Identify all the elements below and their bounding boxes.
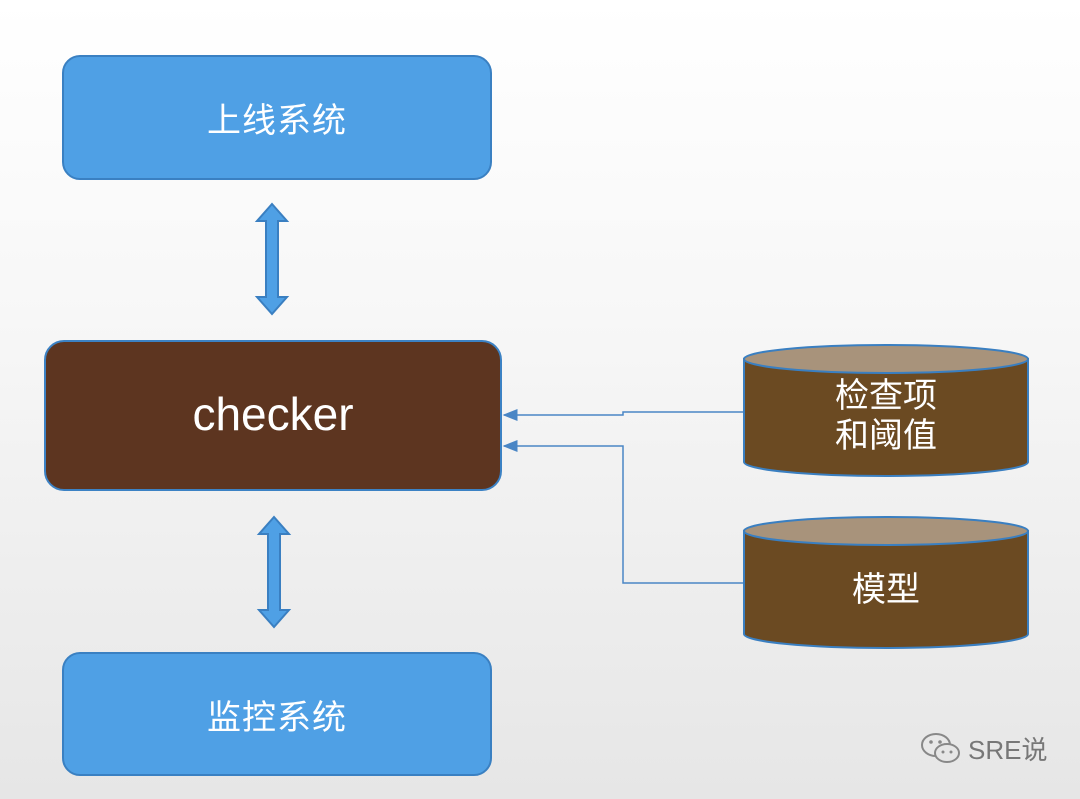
checks-thresholds-label: 检查项 和阈值: [744, 374, 1028, 458]
connector-checks-to-checker: [502, 409, 745, 421]
watermark: SRE说: [920, 730, 1047, 767]
model-label: 模型: [744, 565, 1028, 615]
checks-label-line1: 检查项: [835, 376, 937, 416]
checks-thresholds-cylinder: [743, 344, 1029, 477]
deploy-system-box: 上线系统: [62, 55, 492, 180]
monitor-system-box: 监控系统: [62, 652, 492, 776]
wechat-icon: [921, 732, 960, 763]
monitor-system-label: 监控系统: [207, 697, 347, 738]
double-arrow-icon: [254, 202, 290, 316]
model-label-text: 模型: [852, 570, 920, 610]
checks-label-line2: 和阈值: [835, 416, 937, 456]
checker-label: checker: [192, 387, 354, 440]
connector-model-to-checker: [502, 440, 745, 584]
model-cylinder: [743, 516, 1029, 649]
double-arrow-icon: [256, 515, 292, 629]
watermark-text: SRE说: [968, 735, 1048, 765]
checker-box: checker: [44, 340, 502, 491]
deploy-system-label: 上线系统: [207, 101, 347, 141]
